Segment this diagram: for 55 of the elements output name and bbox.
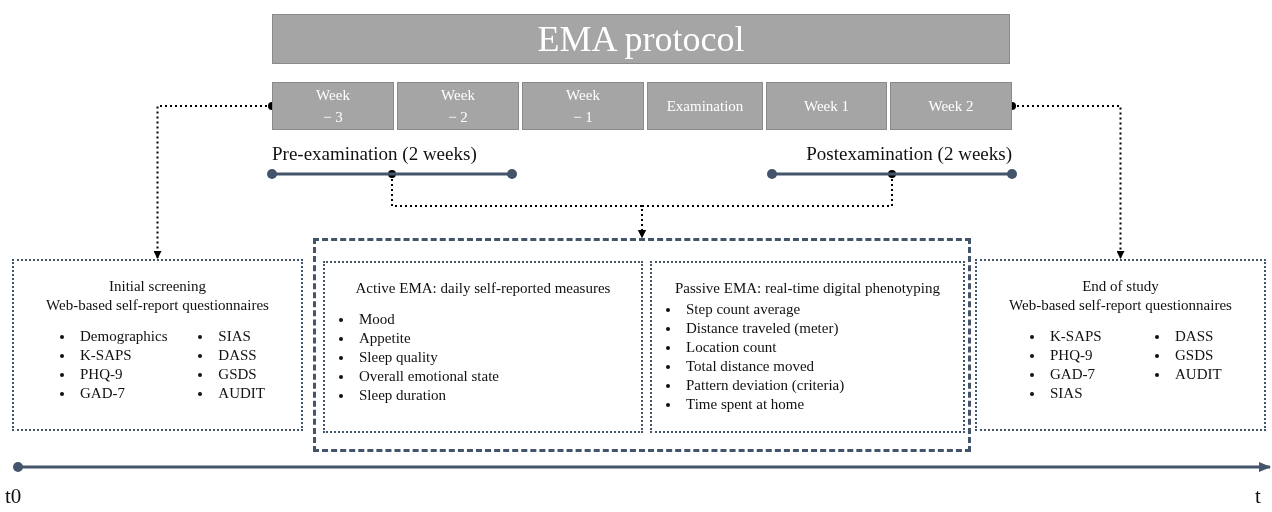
list-item: GAD-7 <box>80 385 125 401</box>
period-label: Postexamination (2 weeks) <box>806 143 1012 165</box>
list-item: DASS <box>1175 328 1214 344</box>
panel-heading: Web-based self-report questionnaires <box>1008 296 1233 315</box>
list-item: Demographics <box>80 328 168 344</box>
axis-label: t <box>1255 484 1261 509</box>
list-item: SIAS <box>218 328 251 344</box>
list-item: AUDIT <box>1175 366 1222 382</box>
info-panel <box>650 261 965 433</box>
week-label: Week 1 <box>804 97 849 116</box>
list-item: GSDS <box>1175 347 1214 363</box>
list-item: Time spent at home <box>686 396 805 412</box>
panel-heading: End of study <box>1081 277 1160 296</box>
week-label: Week − 3 <box>315 86 351 127</box>
list-item: DASS <box>218 347 257 363</box>
list-item: Pattern deviation (criteria) <box>686 377 845 393</box>
list-item: Distance traveled (meter) <box>686 320 839 336</box>
list-item: Mood <box>359 311 395 327</box>
list-item: K-SAPS <box>1050 328 1102 344</box>
panel-heading: Web-based self-report questionnaires <box>45 296 270 315</box>
list-item: AUDIT <box>218 385 265 401</box>
connector-arrow <box>638 170 896 238</box>
info-panel <box>323 261 643 433</box>
panel-heading: Initial screening <box>107 277 207 296</box>
info-panel <box>975 259 1266 431</box>
list-item: PHQ-9 <box>80 366 123 382</box>
week-box <box>272 82 394 130</box>
list-item: Overall emotional state <box>359 368 499 384</box>
week-label: Week − 1 <box>565 86 601 127</box>
period-label: Pre-examination (2 weeks) <box>272 143 477 165</box>
panel-heading: Passive EMA: real-time digital phenotyping <box>674 279 941 298</box>
info-panel <box>12 259 303 431</box>
week-label: Week 2 <box>928 97 974 116</box>
axis-label: t0 <box>5 484 22 509</box>
week-box <box>766 82 887 130</box>
list-item: GAD-7 <box>1050 366 1095 382</box>
list-item: Sleep duration <box>359 387 447 403</box>
list-item: Total distance moved <box>686 358 815 374</box>
title-banner: EMA protocol <box>272 14 1010 64</box>
week-box <box>890 82 1012 130</box>
list-item: SIAS <box>1050 385 1083 401</box>
list-item: GSDS <box>218 366 257 382</box>
week-box <box>647 82 763 130</box>
week-label: Week − 2 <box>440 86 476 127</box>
panel-heading: Active EMA: daily self-reported measures <box>354 279 612 298</box>
list-item: PHQ-9 <box>1050 347 1093 363</box>
list-item: Appetite <box>359 330 411 346</box>
list-item: K-SAPS <box>80 347 132 363</box>
list-item: Location count <box>686 339 777 355</box>
week-box <box>397 82 519 130</box>
group-frame <box>313 238 971 452</box>
list-item: Step count average <box>686 301 801 317</box>
list-item: Sleep quality <box>359 349 438 365</box>
week-box <box>522 82 644 130</box>
week-label: Examination <box>666 97 744 116</box>
